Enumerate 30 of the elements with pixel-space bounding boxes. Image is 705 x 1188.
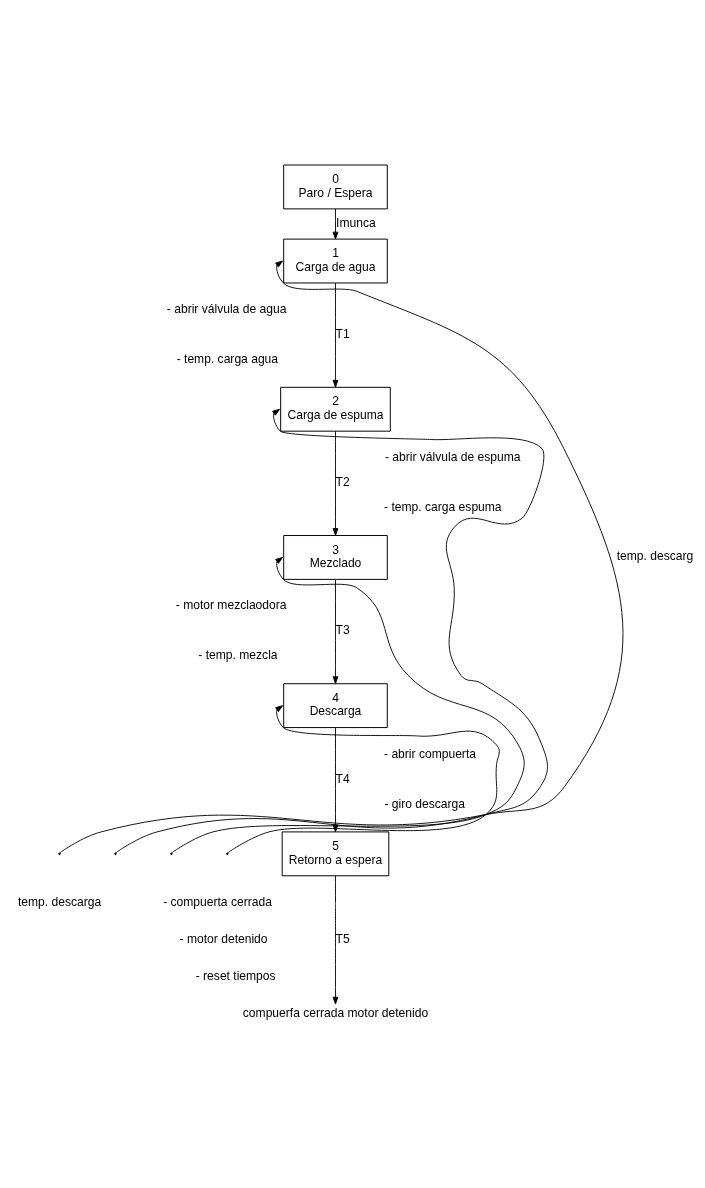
label: - reset tiempos: [195, 968, 276, 983]
label: - temp. carga espuma: [384, 499, 502, 514]
arrow: [227, 704, 500, 853]
edge-label: temp. descarg: [616, 548, 694, 563]
label: - abrir compuerta: [384, 746, 476, 761]
label: temp. descarga: [17, 894, 102, 909]
arrow: [332, 430, 339, 536]
arrow: [171, 556, 525, 853]
node-box: 0 Paro / Espera: [283, 164, 388, 209]
arrow: [332, 875, 339, 1004]
arrow: [332, 282, 339, 388]
arrow: [332, 207, 339, 239]
node-box: 1 Carga de agua: [283, 238, 388, 283]
node-box: 2 Carga de espuma: [280, 386, 391, 432]
label: - compuerta cerrada: [163, 894, 272, 909]
label: - temp. carga agua: [176, 351, 279, 366]
edge-label: Imunca: [336, 215, 376, 230]
label: - motor mezclaodora: [175, 597, 287, 612]
node-box: 4 Descarga: [283, 682, 388, 728]
label: - temp. mezcla: [198, 647, 278, 662]
label: - motor detenido: [179, 931, 268, 946]
label: - abrir válvula de espuma: [384, 449, 521, 464]
arrow: [115, 408, 548, 853]
label: - giro descarga: [384, 796, 465, 811]
arrow: [59, 260, 624, 853]
arrow: [332, 578, 339, 684]
node-box: 5 Retorno a espera: [281, 830, 390, 876]
node-text: compuerfa cerrada motor detenido: [242, 1005, 429, 1020]
label: - abrir válvula de agua: [166, 301, 287, 316]
node-box: 3 Mezclado: [283, 534, 388, 580]
